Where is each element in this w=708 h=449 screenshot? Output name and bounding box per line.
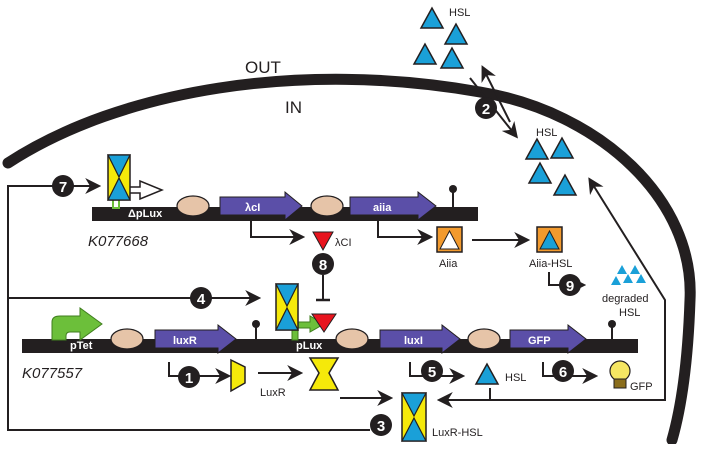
hsl-molecule (524, 137, 550, 160)
hsl-molecule (549, 136, 575, 159)
hsl-molecule (443, 22, 469, 45)
step-badge-6: 6 (552, 360, 574, 382)
label-luxr: LuxR (260, 387, 286, 399)
hsl-molecule (527, 161, 553, 184)
hsl-molecule (419, 6, 445, 29)
svg-text:8: 8 (319, 257, 327, 274)
lambda-ci-protein (312, 231, 334, 252)
label-in: IN (285, 98, 302, 117)
step-badge-4: 4 (190, 287, 212, 309)
step-badge-5: 5 (421, 360, 443, 382)
cell-membrane (2, 73, 696, 446)
svg-text:6: 6 (559, 364, 567, 381)
hsl-return-path (490, 177, 666, 401)
svg-text:1: 1 (185, 370, 193, 387)
label-degraded-hsl-1: degraded (602, 293, 649, 305)
step-badge-3: 3 (370, 414, 392, 436)
hsl-inside-cluster (524, 136, 578, 196)
luxi-gene (379, 323, 461, 355)
svg-text:7: 7 (59, 179, 67, 196)
svg-text:9: 9 (566, 278, 574, 295)
luxr-dimer (308, 357, 340, 391)
luxr-protein (230, 358, 246, 393)
luxr-gene (154, 323, 237, 355)
rbs (467, 328, 501, 350)
svg-text:5: 5 (428, 364, 436, 381)
gfp-gene (509, 323, 587, 355)
step-badge-2: 2 (475, 97, 497, 119)
label-hsl-inside: HSL (536, 127, 557, 139)
rbs (110, 328, 144, 350)
lambda-ci-bound (311, 313, 337, 333)
hsl-molecule (552, 173, 578, 196)
hsl-produced (474, 362, 500, 385)
label-luxi-gene: luxI (404, 335, 423, 347)
label-out: OUT (245, 58, 281, 77)
feedback-line-left (7, 178, 370, 431)
aiia-gene (349, 190, 437, 222)
label-luxr-gene: luxR (173, 335, 197, 347)
label-aiia: Aiia (439, 258, 458, 270)
svg-text:2: 2 (482, 101, 490, 118)
plux-promoter (291, 315, 326, 341)
label-aiia-hsl: Aiia-HSL (529, 258, 572, 270)
label-bottom-construct: K077557 (22, 365, 83, 382)
step-badge-9: 9 (559, 274, 581, 296)
rbs (176, 195, 210, 217)
hsl-outside-cluster (412, 6, 469, 69)
label-hsl-product: HSL (505, 372, 526, 384)
rbs (335, 328, 369, 350)
svg-text:3: 3 (377, 418, 385, 435)
degraded-hsl-fragments (611, 265, 646, 285)
hsl-molecule (439, 46, 465, 69)
label-dplux: ΔpLux (128, 208, 163, 220)
svg-text:4: 4 (197, 291, 206, 308)
label-hsl-outside: HSL (449, 7, 470, 19)
label-ptet: pTet (70, 340, 93, 352)
label-lambda-ci: λCI (335, 237, 352, 249)
lambda-ci-gene (219, 190, 303, 222)
step-badge-7: 7 (52, 175, 74, 197)
label-plux: pLux (296, 340, 323, 352)
step-badge-1: 1 (178, 366, 200, 388)
label-luxr-hsl: LuxR-HSL (432, 427, 483, 439)
label-aiia-gene: aiia (373, 202, 392, 214)
hsl-efflux-arrow (481, 65, 511, 123)
step-badge-8: 8 (312, 253, 334, 275)
label-top-construct: K077668 (88, 233, 149, 250)
label-lambda-ci-gene: λcI (245, 202, 260, 214)
label-degraded-hsl-2: HSL (619, 307, 640, 319)
hsl-molecule (412, 42, 438, 65)
ptet-promoter (51, 307, 103, 341)
label-gfp: GFP (630, 381, 653, 393)
gfp-bulb-icon (609, 360, 631, 389)
label-gfp-gene: GFP (528, 335, 551, 347)
rbs (310, 195, 344, 217)
